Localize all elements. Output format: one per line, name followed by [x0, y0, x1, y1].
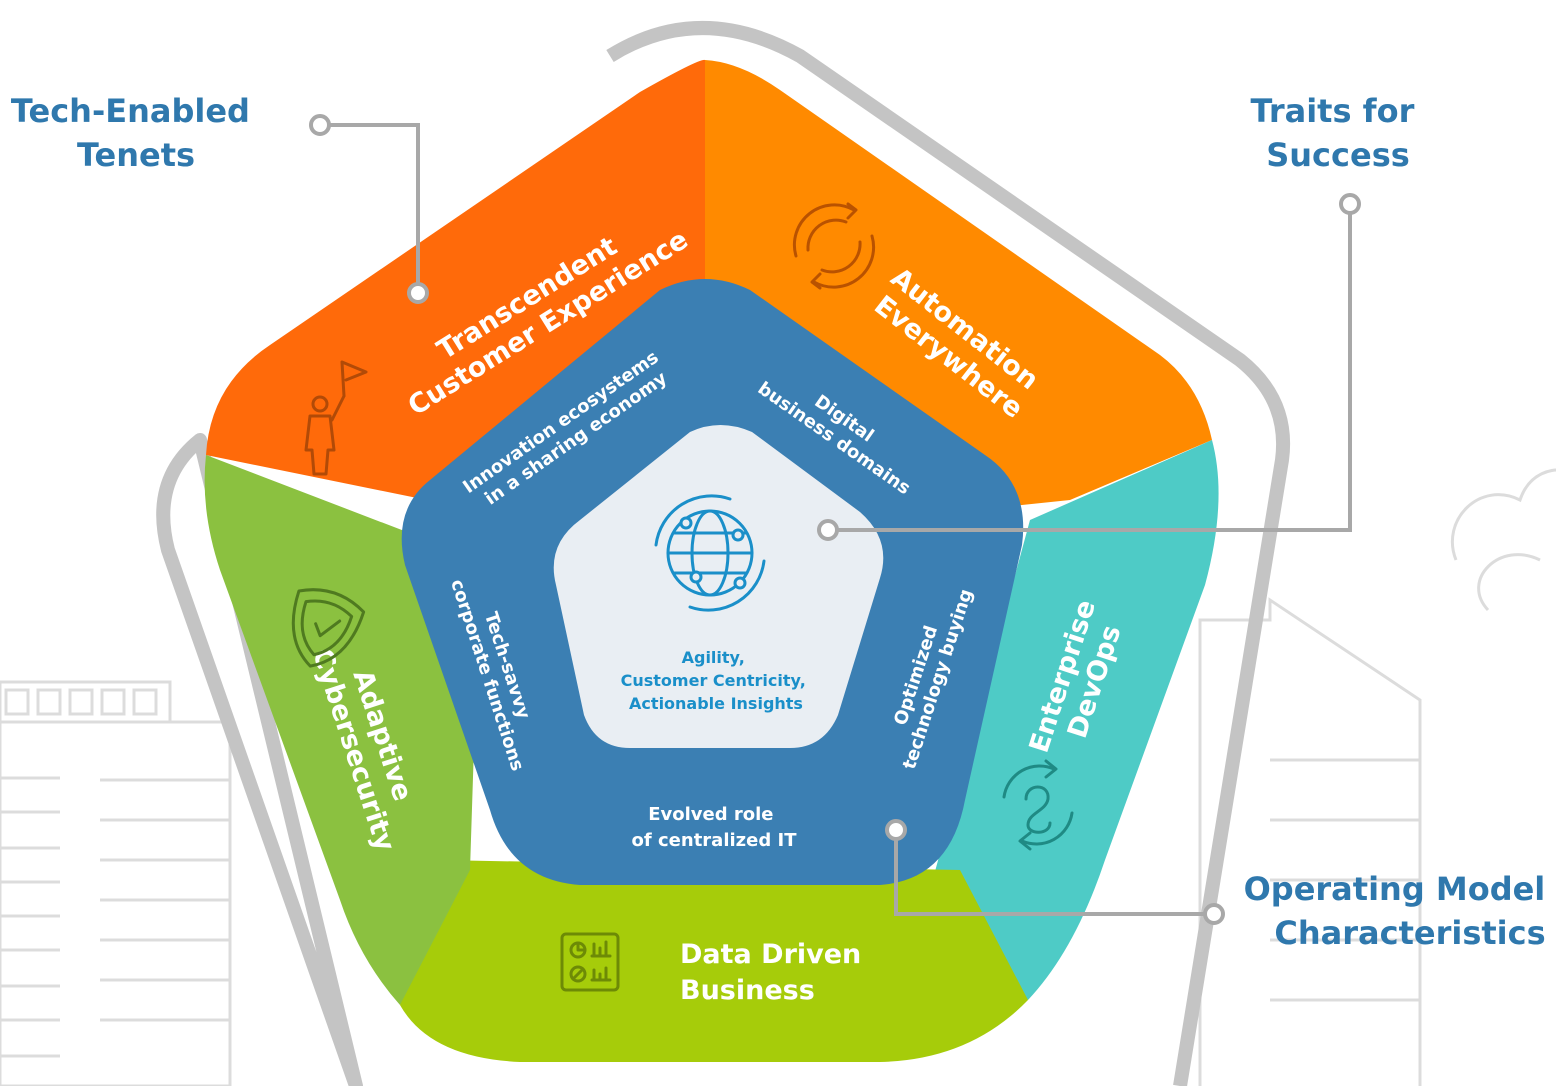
floor-lines	[100, 778, 230, 1022]
floor-lines	[1270, 758, 1420, 1002]
callout-line: Tech-Enabled	[11, 92, 250, 130]
cycle-arrows-icon	[792, 202, 876, 290]
core-line-1: Agility,	[682, 648, 745, 667]
callout-traits-for-success: Traits for Success	[1251, 92, 1426, 174]
building-left-body	[0, 720, 232, 1086]
globe-network-icon	[654, 494, 766, 612]
building-right-outline	[1198, 597, 1422, 1086]
connector-traits	[838, 212, 1352, 532]
core-line-2: Customer Centricity,	[621, 671, 806, 690]
connector-operating-model	[894, 838, 1205, 916]
window	[100, 688, 126, 716]
building-left	[0, 680, 232, 1086]
connector-node	[309, 114, 331, 136]
building-right	[1198, 468, 1556, 1086]
window	[36, 688, 62, 716]
trait-central-it: Evolved role of centralized IT	[632, 804, 798, 851]
callout-tech-enabled-tenets: Tech-Enabled Tenets	[11, 92, 261, 174]
connector-tech-enabled	[330, 123, 420, 293]
connector-node	[885, 819, 907, 841]
infinity-cycle-icon	[1002, 759, 1074, 851]
callout-connectors	[309, 114, 1361, 925]
segment-cybersecurity	[204, 455, 480, 1005]
core-line-3: Actionable Insights	[629, 694, 803, 713]
window	[132, 688, 158, 716]
callout-line: Operating Model	[1244, 870, 1546, 908]
tenet-label: Business	[680, 975, 815, 1006]
window	[4, 688, 30, 716]
segment-data-driven	[400, 860, 1028, 1062]
trait-label: Evolved role	[648, 804, 773, 825]
building-left-roof	[0, 680, 172, 724]
core-pentagon	[553, 425, 884, 748]
window	[68, 688, 94, 716]
outer-pentagon-outline	[156, 21, 1290, 1086]
connector-node	[817, 519, 839, 541]
cloud-outline	[1450, 468, 1556, 612]
dashboard-icon	[560, 932, 620, 992]
person-flag-icon	[304, 360, 368, 476]
segment-devops	[930, 440, 1219, 1000]
callout-line: Success	[1266, 136, 1410, 174]
trait-label: of centralized IT	[632, 830, 798, 851]
connector-node	[1339, 193, 1361, 215]
background-cityscape	[0, 468, 1556, 1086]
connector-node	[407, 282, 429, 304]
callout-operating-model-characteristics: Operating Model Characteristics	[1244, 870, 1556, 952]
tenet-label: Data Driven	[680, 939, 861, 970]
core-text: Agility, Customer Centricity, Actionable…	[621, 648, 812, 713]
callout-line: Tenets	[77, 136, 195, 174]
connector-node	[1203, 903, 1225, 925]
floor-lines	[0, 776, 60, 1058]
callout-line: Characteristics	[1274, 914, 1545, 952]
tenet-data-driven: Data Driven Business	[680, 939, 871, 1006]
shield-icon	[291, 588, 366, 668]
callout-line: Traits for	[1251, 92, 1415, 130]
